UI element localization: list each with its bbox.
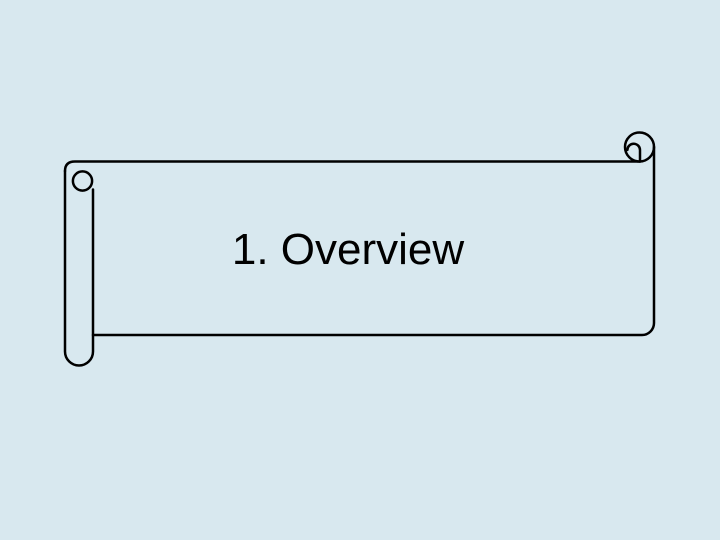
scroll-top-edge [63,160,642,173]
scroll-left-roll [63,169,95,367]
section-title: 1. Overview [231,225,465,274]
scroll-body-right-and-bottom-edge [91,145,656,337]
scroll-right-curl-hook [626,142,642,163]
scroll-left-roll-end-circle [71,170,94,192]
